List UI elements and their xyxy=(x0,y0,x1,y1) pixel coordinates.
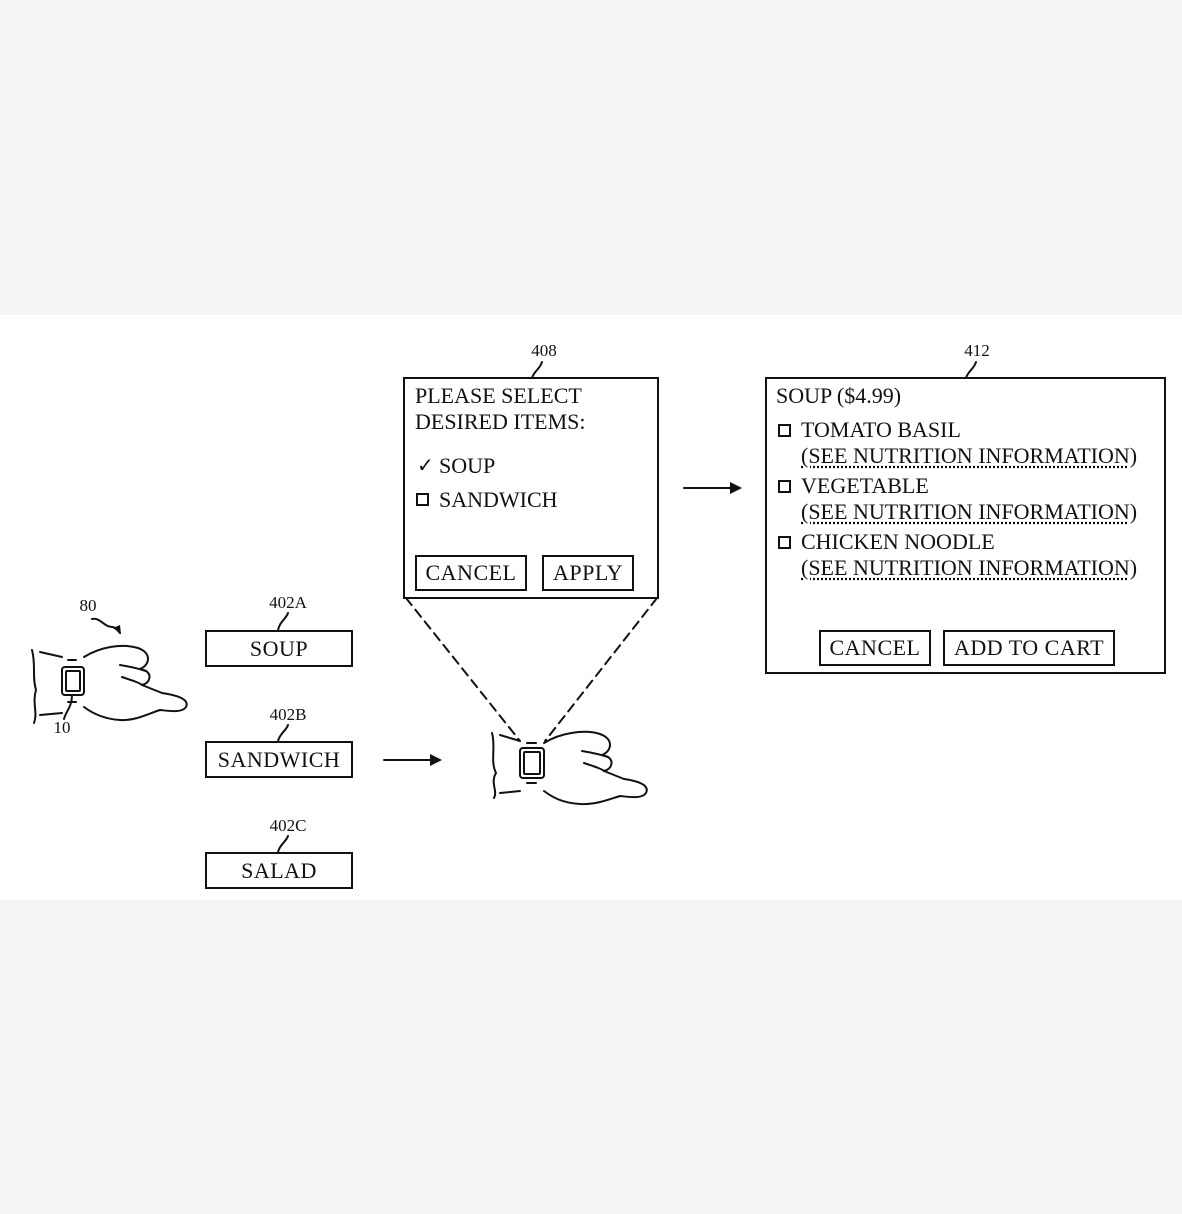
ref-402b: 402B xyxy=(269,705,307,724)
select-items-panel: PLEASE SELECT DESIRED ITEMS: ✓ SOUP SAND… xyxy=(403,377,659,599)
ref-10: 10 xyxy=(53,718,71,737)
salad-button[interactable]: SALAD xyxy=(205,852,353,889)
item-vegetable: VEGETABLE xyxy=(801,473,929,498)
select-title-line2: DESIRED ITEMS: xyxy=(415,409,586,434)
leader-80 xyxy=(91,617,121,634)
vegetable-nutrition-link[interactable]: (SEE NUTRITION INFORMATION) xyxy=(801,499,1138,524)
item-tomato-basil: TOMATO BASIL xyxy=(801,417,961,442)
chicken-noodle-nutrition-link[interactable]: (SEE NUTRITION INFORMATION) xyxy=(801,555,1138,580)
patent-figure: 80 10 402A 402B 402C 408 409 410 412 409… xyxy=(0,315,1182,900)
tomato-basil-checkbox[interactable] xyxy=(778,424,791,437)
arrow-right-1 xyxy=(383,754,442,766)
soup-panel-title: SOUP ($4.99) xyxy=(776,383,902,408)
arrow-right-2 xyxy=(683,482,742,494)
ref-80: 80 xyxy=(79,596,97,615)
zoom-line-right xyxy=(544,597,658,742)
item-chicken-noodle: CHICKEN NOODLE xyxy=(801,529,995,554)
soup-button[interactable]: SOUP xyxy=(205,630,353,667)
ref-402c: 402C xyxy=(269,816,307,835)
apply-button[interactable]: APPLY xyxy=(542,555,634,591)
select-item-sandwich: SANDWICH xyxy=(439,487,558,512)
check-mark-icon[interactable]: ✓ xyxy=(417,453,434,477)
add-to-cart-button[interactable]: ADD TO CART xyxy=(943,630,1115,666)
vegetable-checkbox[interactable] xyxy=(778,480,791,493)
select-item-soup: SOUP xyxy=(439,453,496,478)
soup-options-panel: SOUP ($4.99) TOMATO BASIL (SEE NUTRITION… xyxy=(765,377,1166,674)
leader-10 xyxy=(63,694,73,720)
ref-402a: 402A xyxy=(269,593,307,612)
zoom-line-left xyxy=(405,597,521,742)
chicken-noodle-checkbox[interactable] xyxy=(778,536,791,549)
ref-408: 408 xyxy=(531,341,557,360)
ref-412: 412 xyxy=(964,341,990,360)
tomato-basil-nutrition-link[interactable]: (SEE NUTRITION INFORMATION) xyxy=(801,443,1138,468)
cancel-button[interactable]: CANCEL xyxy=(819,630,931,666)
sandwich-button[interactable]: SANDWICH xyxy=(205,741,353,778)
select-title-line1: PLEASE SELECT xyxy=(415,383,582,408)
sandwich-checkbox[interactable] xyxy=(416,493,429,506)
cancel-button[interactable]: CANCEL xyxy=(415,555,527,591)
hand-left-icon xyxy=(31,644,188,724)
hand-center-icon xyxy=(491,730,648,806)
